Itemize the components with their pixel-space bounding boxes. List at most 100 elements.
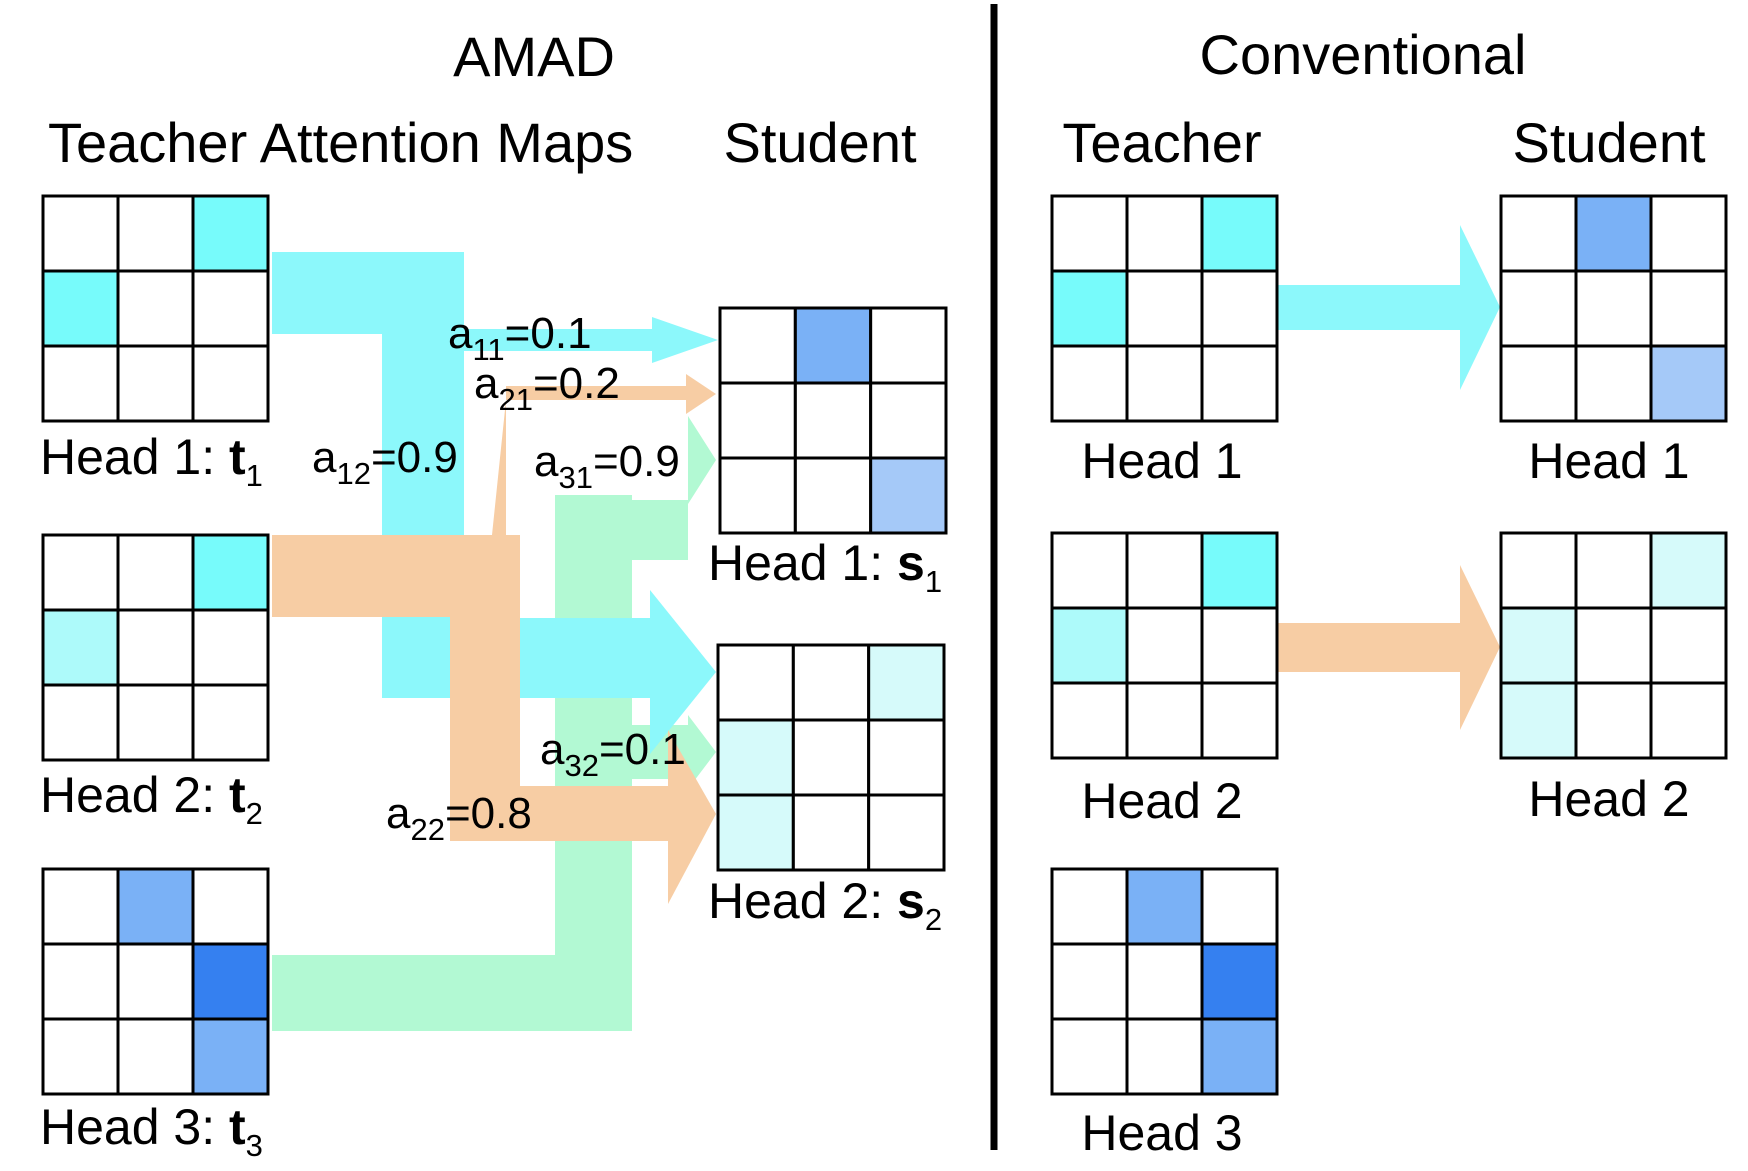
attention-cell (1574, 194, 1653, 273)
attention-grids (41, 194, 1728, 1096)
attention-cell (716, 718, 795, 797)
attention-cell (1649, 344, 1728, 423)
amad-teacher-label-3: Head 3: t3 (40, 1099, 263, 1163)
attention-cell (116, 942, 195, 1021)
attention-cell (1499, 269, 1578, 348)
attention-cell (191, 344, 270, 423)
attention-cell (41, 194, 120, 273)
attention-cell (867, 643, 946, 722)
attention-cell (116, 533, 195, 612)
attention-cell (718, 306, 797, 385)
attention-cell (791, 718, 871, 797)
attention-cell (869, 456, 948, 535)
attention-cell (1125, 606, 1204, 685)
conv-teacher-grid-1 (1050, 194, 1279, 423)
attention-cell (41, 942, 120, 1021)
attention-cell (1125, 942, 1204, 1021)
attention-cell (867, 718, 946, 797)
attention-cell (1125, 531, 1204, 610)
attention-cell (191, 942, 270, 1021)
attention-cell (1050, 867, 1129, 946)
attention-cell (716, 643, 795, 722)
amad-teacher-grid-2 (41, 533, 270, 762)
attention-cell (1499, 194, 1578, 273)
attention-cell (116, 867, 195, 946)
attention-cell (191, 533, 270, 612)
weight-a31: a31=0.9 (534, 437, 680, 495)
conventional-flow-arrows (1278, 225, 1500, 730)
attention-cell (191, 269, 270, 348)
conv-student-label-2: Head 2 (1528, 771, 1689, 827)
attention-cell (1050, 531, 1129, 610)
attention-cell (1574, 606, 1653, 685)
attention-cell (1499, 344, 1578, 423)
amad-flow-arrows (272, 252, 718, 1031)
attention-cell (1050, 194, 1129, 273)
attention-cell (41, 533, 120, 612)
attention-cell (1200, 1017, 1279, 1096)
amad-title: AMAD (453, 25, 615, 88)
attention-cell (41, 269, 120, 348)
attention-cell (793, 456, 873, 535)
attention-cell (1050, 942, 1129, 1021)
attention-cell (1200, 194, 1279, 273)
arrow-conv-head2 (1278, 565, 1500, 730)
attention-cell (191, 194, 270, 273)
arrow-t1-flow (272, 252, 718, 754)
amad-teacher-grid-3 (41, 867, 270, 1096)
amad-student-label-1: Head 1: s1 (708, 535, 942, 599)
attention-cell (1649, 269, 1728, 348)
attention-cell (1200, 531, 1279, 610)
conv-student-grid-2 (1499, 531, 1728, 760)
attention-cell (869, 306, 948, 385)
attention-cell (1649, 681, 1728, 760)
attention-cell (1499, 606, 1578, 685)
attention-cell (116, 608, 195, 687)
attention-cell (791, 793, 871, 872)
attention-cell (1125, 194, 1204, 273)
amad-student-label-2: Head 2: s2 (708, 873, 942, 937)
attention-cell (718, 456, 797, 535)
attention-cell (41, 867, 120, 946)
attention-cell (718, 381, 797, 460)
attention-cell (1574, 269, 1653, 348)
attention-cell (116, 1017, 195, 1096)
attention-cell (191, 683, 270, 762)
attention-cell (867, 793, 946, 872)
amad-teacher-label-2: Head 2: t2 (40, 767, 263, 831)
attention-cell (1050, 606, 1129, 685)
conv-student-label-1: Head 1 (1528, 433, 1689, 489)
attention-cell (1649, 194, 1728, 273)
attention-cell (1200, 867, 1279, 946)
attention-cell (191, 608, 270, 687)
amad-student-grid-1 (718, 306, 948, 535)
attention-cell (116, 344, 195, 423)
attention-cell (1125, 867, 1204, 946)
attention-cell (1200, 344, 1279, 423)
attention-cell (791, 643, 871, 722)
amad-teacher-header: Teacher Attention Maps (48, 111, 633, 174)
conventional-teacher-header: Teacher (1062, 111, 1261, 174)
attention-cell (1499, 681, 1578, 760)
weight-a12: a12=0.9 (312, 433, 458, 491)
amad-student-header: Student (723, 111, 916, 174)
attention-cell (1050, 344, 1129, 423)
attention-cell (1125, 681, 1204, 760)
amad-teacher-grid-1 (41, 194, 270, 423)
attention-cell (793, 381, 873, 460)
attention-cell (1125, 1017, 1204, 1096)
conv-teacher-grid-2 (1050, 531, 1279, 760)
amad-student-grid-2 (716, 643, 946, 872)
weight-a22: a22=0.8 (386, 789, 532, 847)
attention-cell (1050, 681, 1129, 760)
attention-cell (1125, 269, 1204, 348)
weight-a32: a32=0.1 (540, 725, 686, 783)
weight-a21: a21=0.2 (474, 359, 620, 417)
amad-teacher-label-1: Head 1: t1 (40, 429, 263, 493)
attention-cell (1649, 606, 1728, 685)
attention-cell (1649, 531, 1728, 610)
weight-a11: a11=0.1 (448, 309, 592, 367)
conventional-title: Conventional (1200, 23, 1527, 86)
attention-cell (191, 867, 270, 946)
